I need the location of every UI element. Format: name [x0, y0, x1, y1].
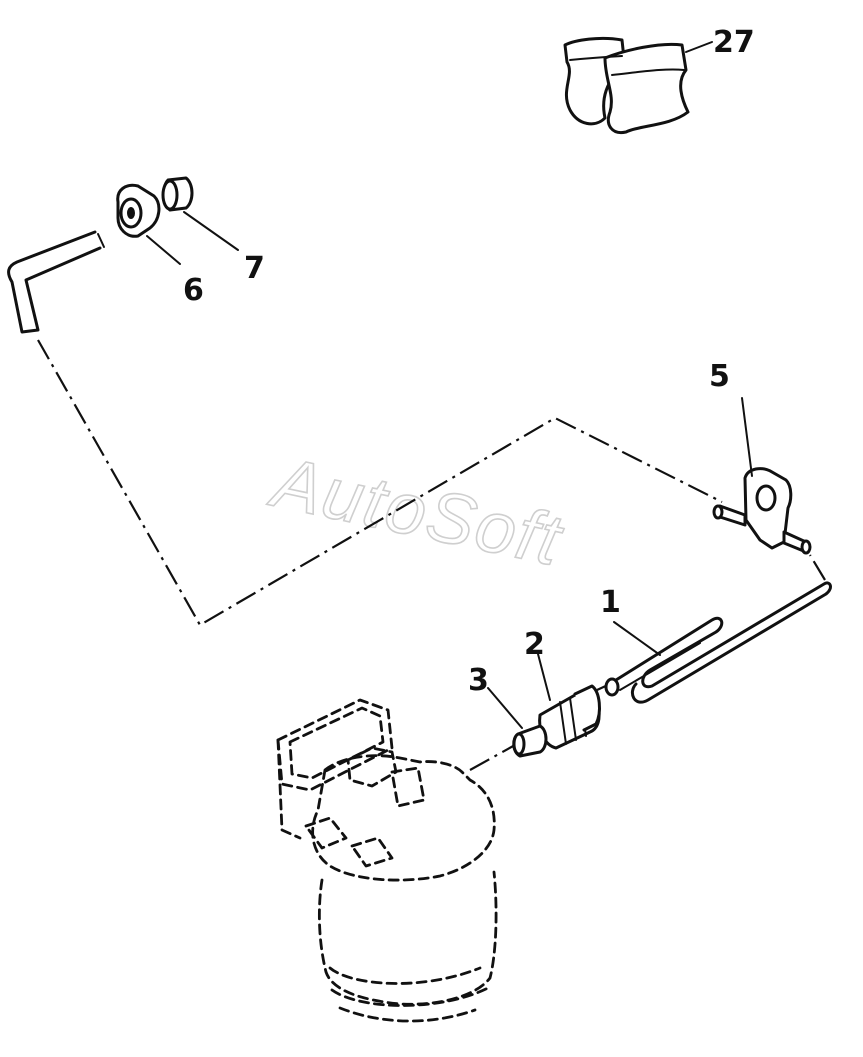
assembly-line-filter [469, 744, 516, 771]
callout-27: 27 [713, 25, 755, 60]
callout-5: 5 [709, 359, 730, 394]
callout-7: 7 [244, 251, 265, 286]
callout-2: 2 [524, 627, 545, 662]
part-7-sleeve [161, 176, 239, 251]
part-5-bracket [712, 397, 812, 555]
fuel-pipe-return [7, 230, 105, 334]
callout-6: 6 [183, 273, 204, 308]
assembly-line [37, 339, 723, 627]
callout-1: 1 [600, 585, 621, 620]
assembly-line-right [809, 554, 826, 581]
part-6-nut [116, 183, 181, 265]
part-1-fuel-pipe [604, 581, 832, 704]
fuel-filter-assembly [276, 698, 498, 1023]
part-27-clips [563, 36, 713, 135]
callout-3: 3 [468, 663, 489, 698]
part-3-washer [487, 687, 548, 758]
part-2-adapter [537, 653, 601, 750]
